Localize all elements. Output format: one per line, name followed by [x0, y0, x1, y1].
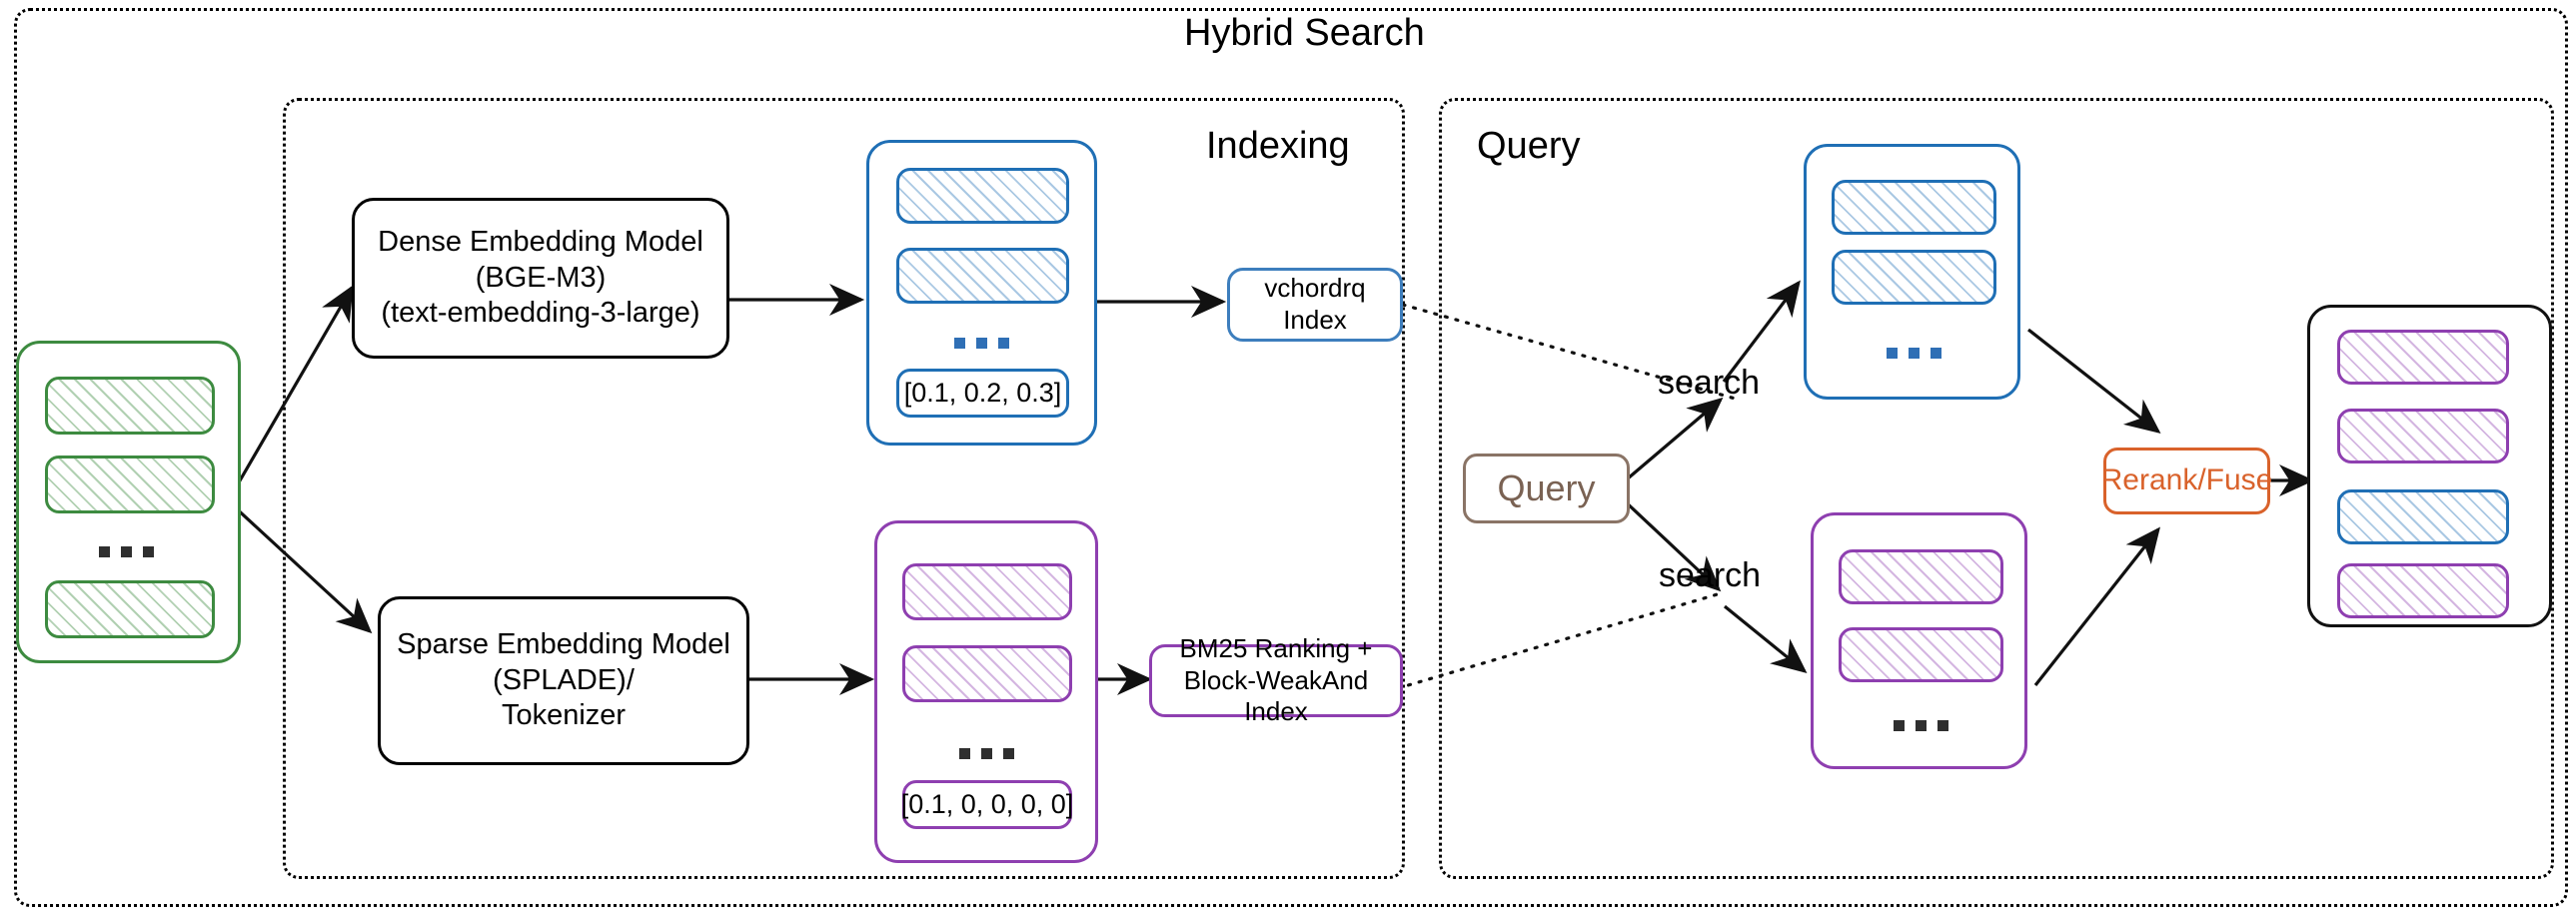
dense-results-ellipsis	[1887, 348, 1941, 359]
query-label: Query	[1497, 467, 1596, 509]
sparse-result-item	[1839, 549, 2003, 604]
source-document-item	[45, 377, 215, 435]
dense-vector-value-chip: [0.1, 0.2, 0.3]	[896, 369, 1069, 418]
query-node[interactable]: Query	[1463, 454, 1630, 523]
search-top-label: search	[1658, 364, 1761, 402]
source-document-item	[45, 580, 215, 638]
sparse-vector-item	[902, 645, 1072, 702]
source-documents-stack	[16, 341, 241, 663]
sparse-results-ellipsis	[1894, 720, 1948, 731]
group-hybrid-search	[14, 8, 2568, 907]
sparse-model-line-2: (SPLADE)/	[493, 663, 635, 696]
dense-result-item	[1832, 250, 1996, 305]
final-result-item	[2337, 489, 2509, 544]
group-hybrid-search-label: Hybrid Search	[1184, 12, 1425, 54]
dense-result-item	[1832, 180, 1996, 235]
search-bottom-label: search	[1659, 556, 1762, 594]
sparse-model-line-3: Tokenizer	[501, 699, 627, 732]
bm25-index-line-1: BM25 Ranking +	[1179, 632, 1373, 663]
dense-model-line-2: (BGE-M3)	[475, 261, 607, 294]
group-query	[1439, 98, 2554, 879]
dense-vector-item	[896, 168, 1069, 224]
sparse-vector-value-chip: [0.1, 0, 0, 0, 0]	[901, 780, 1073, 829]
rerank-fuse-node[interactable]: Rerank/Fuse	[2100, 448, 2273, 514]
sparse-vector-item	[902, 563, 1072, 620]
final-result-item	[2337, 409, 2509, 463]
sparse-embedding-model-node[interactable]: Sparse Embedding Model (SPLADE)/ Tokeniz…	[378, 596, 749, 765]
final-results-stack	[2307, 305, 2552, 627]
dense-model-line-1: Dense Embedding Model	[378, 226, 703, 259]
sparse-results-stack	[1811, 512, 2027, 769]
final-result-item	[2337, 330, 2509, 385]
sparse-vectors-ellipsis	[959, 748, 1014, 759]
vchordrq-index-line-1: vchordrq	[1264, 273, 1366, 304]
source-documents-ellipsis	[99, 546, 154, 557]
dense-vector-item	[896, 248, 1069, 304]
sparse-vectors-stack: [0.1, 0, 0, 0, 0]	[874, 520, 1098, 863]
dense-results-stack	[1804, 144, 2020, 400]
final-result-item	[2337, 563, 2509, 618]
sparse-model-line-1: Sparse Embedding Model	[397, 628, 730, 661]
dense-model-line-3: (text-embedding-3-large)	[381, 297, 700, 330]
rerank-fuse-label: Rerank/Fuse	[2100, 463, 2273, 497]
dense-vectors-stack: [0.1, 0.2, 0.3]	[866, 140, 1097, 446]
source-document-item	[45, 456, 215, 513]
group-indexing-label: Indexing	[1206, 125, 1350, 167]
dense-vectors-ellipsis	[954, 338, 1009, 349]
bm25-index-node[interactable]: BM25 Ranking + Block-WeakAnd Index	[1149, 633, 1403, 726]
vchordrq-index-node[interactable]: vchordrq Index	[1227, 268, 1403, 342]
sparse-result-item	[1839, 627, 2003, 682]
group-query-label: Query	[1477, 125, 1581, 167]
bm25-index-line-2: Block-WeakAnd Index	[1183, 664, 1369, 727]
vchordrq-index-line-2: Index	[1283, 305, 1347, 335]
dense-embedding-model-node[interactable]: Dense Embedding Model (BGE-M3) (text-emb…	[352, 198, 729, 359]
